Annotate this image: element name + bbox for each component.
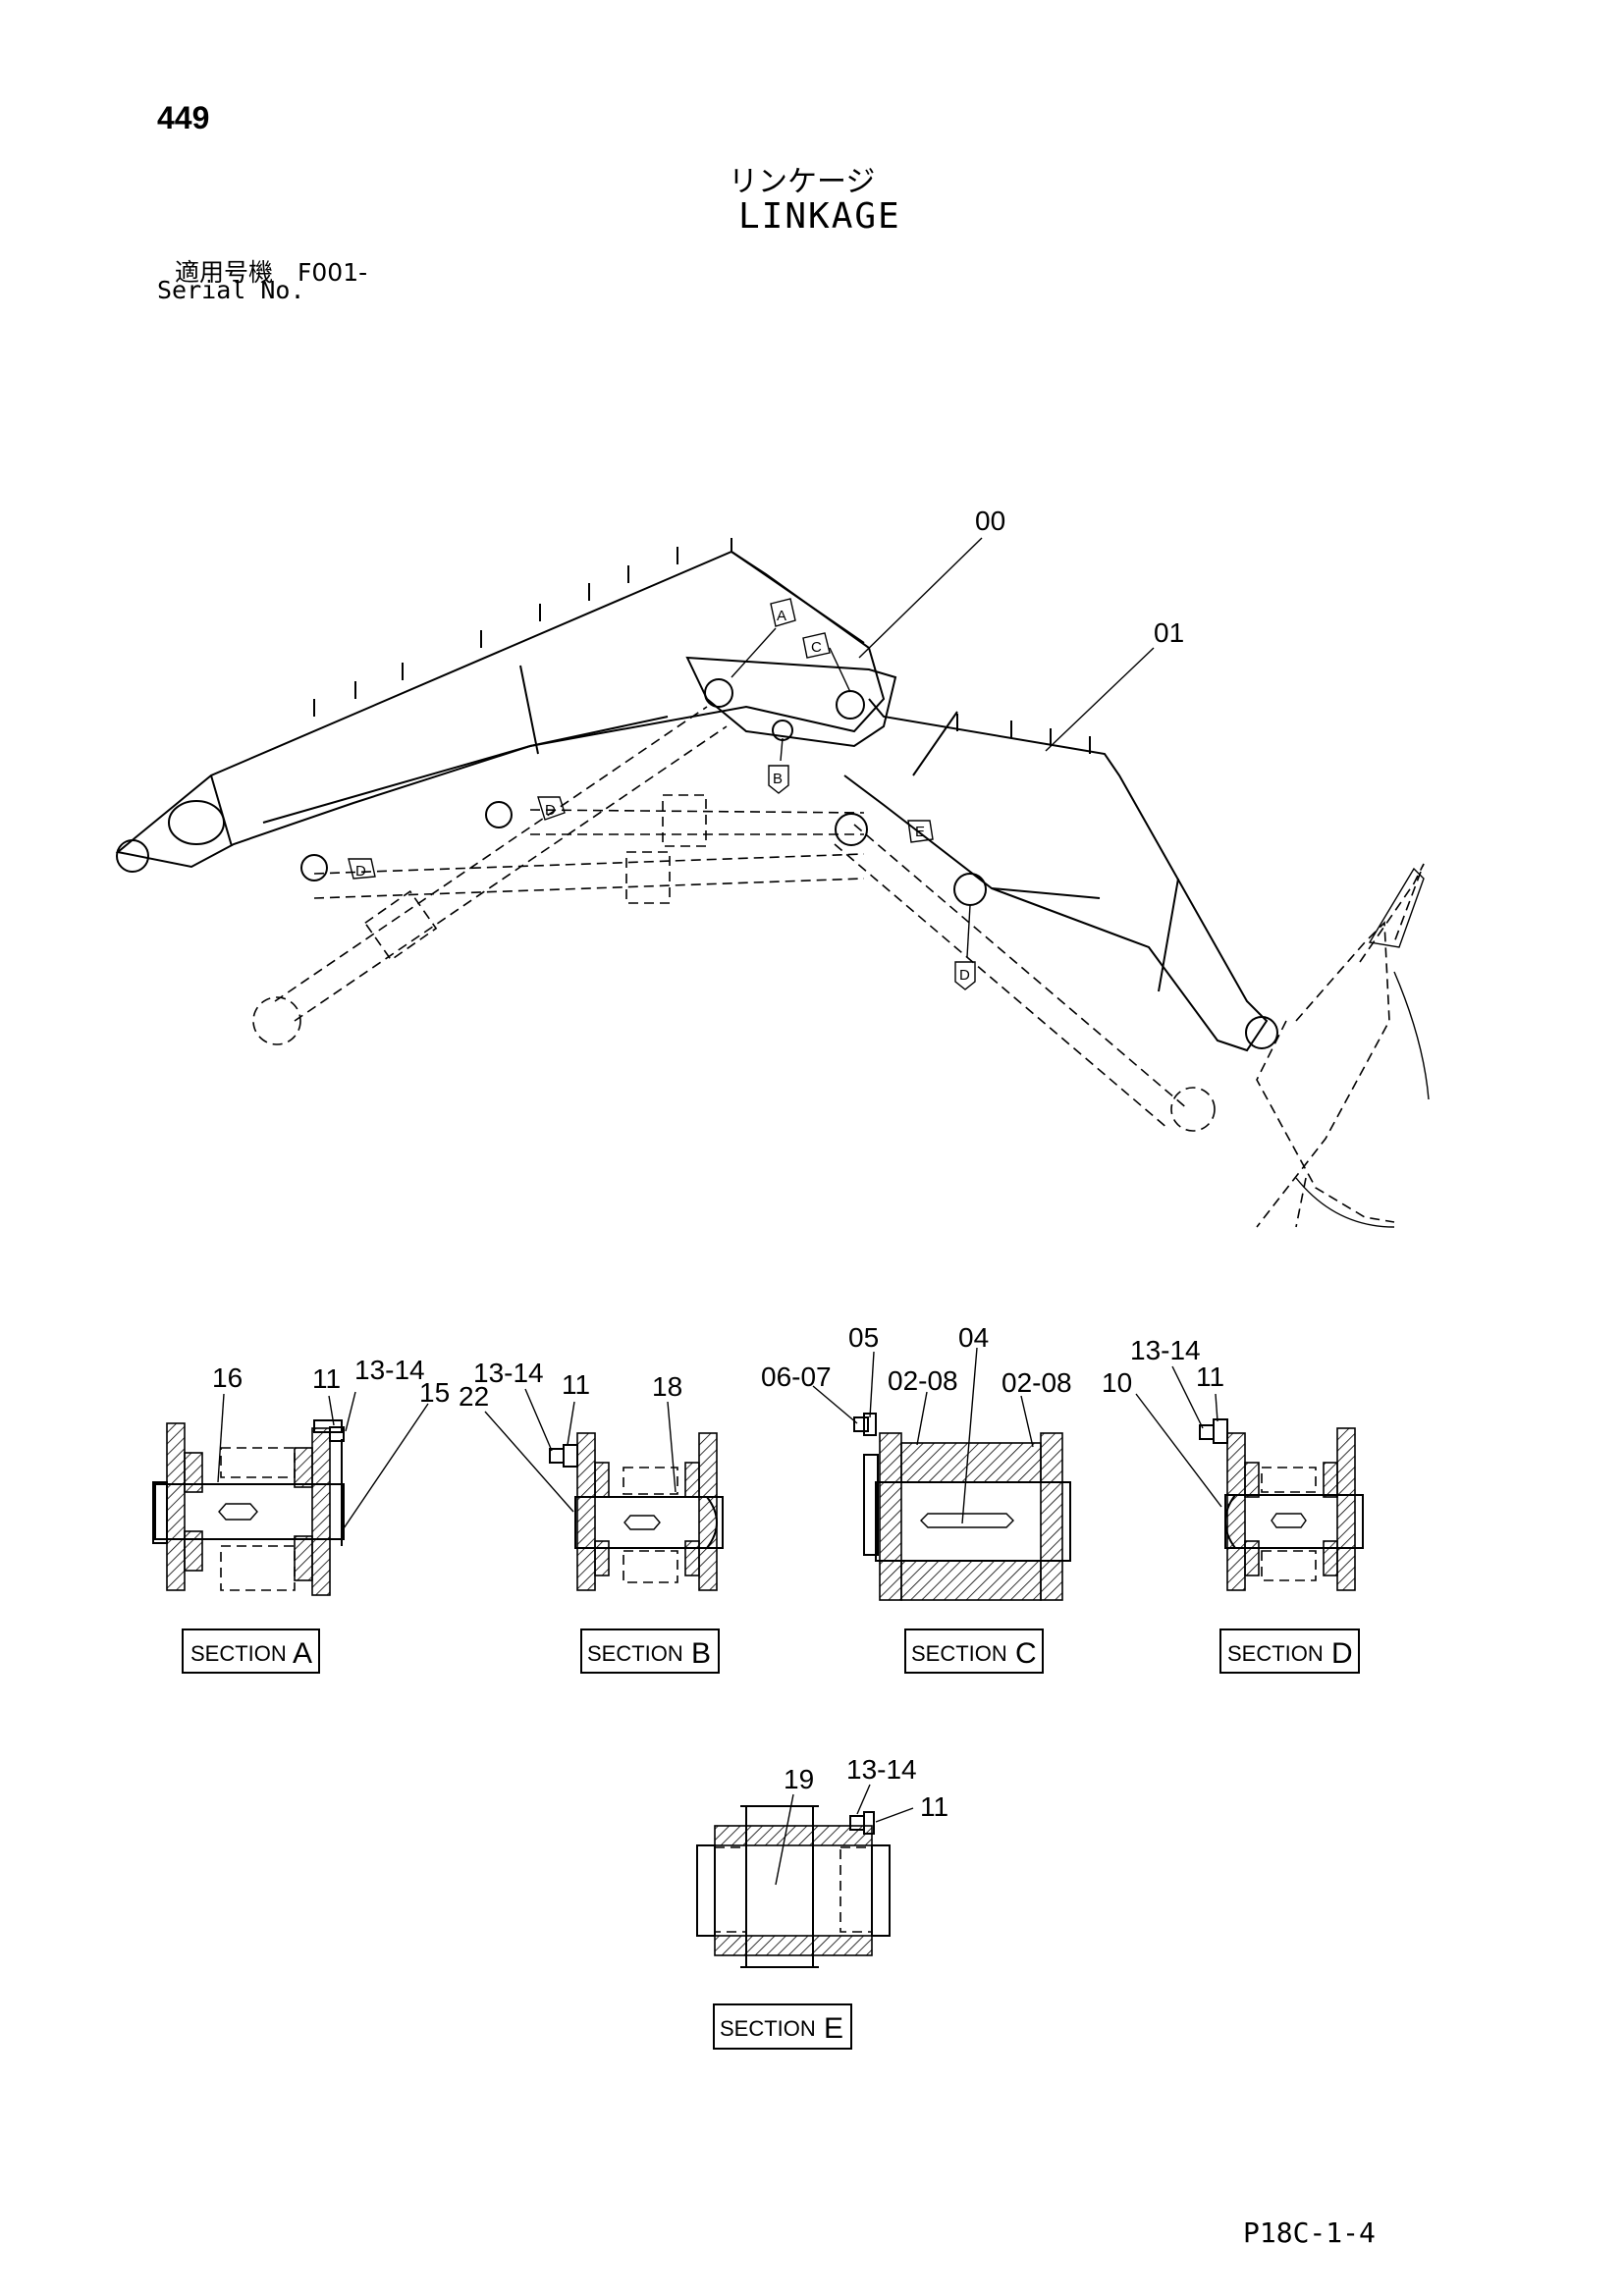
- main-assembly: A C B D D E: [115, 506, 1430, 1228]
- svg-text:22: 22: [459, 1381, 489, 1412]
- apex-bracket: [685, 656, 897, 748]
- svg-text:B: B: [773, 771, 783, 787]
- callout-01-leader: [1045, 647, 1155, 752]
- svg-text:E: E: [824, 2012, 843, 2045]
- marker-D-left: D: [348, 858, 376, 880]
- section-d: 13-14 10 11 SECTION D: [1102, 1335, 1364, 1674]
- marker-E: E: [907, 820, 934, 843]
- svg-text:11: 11: [562, 1369, 590, 1400]
- svg-text:04: 04: [958, 1322, 989, 1353]
- boom-foot-pin: [116, 839, 149, 873]
- marker-D-right: D: [954, 904, 976, 990]
- boom-outline: [115, 550, 886, 869]
- callout-01: 01: [1154, 617, 1184, 648]
- section-e: 19 13-14 11 SECTION E: [696, 1754, 948, 2050]
- page-number: 449: [157, 100, 210, 135]
- svg-text:SECTION: SECTION: [587, 1641, 683, 1666]
- svg-text:SECTION: SECTION: [911, 1641, 1007, 1666]
- bucket-tooth: [1368, 867, 1425, 948]
- serial-label-english: Serial No.: [157, 276, 305, 304]
- pin-A: [704, 678, 733, 708]
- hydraulic-cylinders: [252, 706, 1216, 1132]
- svg-text:SECTION: SECTION: [720, 2016, 816, 2041]
- arm-outline: [843, 698, 1269, 1052]
- svg-text:13-14: 13-14: [846, 1754, 917, 1785]
- svg-text:19: 19: [784, 1764, 814, 1794]
- serial-label-japanese: 適用号機 F001-: [175, 258, 368, 287]
- svg-text:11: 11: [312, 1363, 341, 1394]
- svg-text:13-14: 13-14: [473, 1358, 544, 1388]
- section-markers: A C B D D E: [348, 598, 976, 990]
- svg-text:06-07: 06-07: [761, 1362, 832, 1392]
- pin-E: [835, 813, 868, 846]
- svg-text:05: 05: [848, 1322, 879, 1353]
- section-b: 13-14 22 11 18 SECTION B: [459, 1358, 724, 1674]
- pin-D-middle: [485, 801, 513, 828]
- svg-text:D: D: [1331, 1637, 1353, 1670]
- svg-text:SECTION: SECTION: [1227, 1641, 1324, 1666]
- svg-text:02-08: 02-08: [888, 1365, 958, 1396]
- callout-00: 00: [975, 506, 1005, 536]
- svg-text:10: 10: [1102, 1367, 1132, 1398]
- marker-D-middle: D: [537, 796, 566, 821]
- marker-A: A: [731, 598, 796, 678]
- svg-text:18: 18: [652, 1371, 682, 1402]
- section-c: 06-07 05 02-08 04 02-08 SECTION C: [761, 1322, 1072, 1674]
- bucket-arc: [1393, 971, 1430, 1100]
- drawing-code: P18C-1-4: [1243, 2216, 1376, 2249]
- svg-text:15: 15: [419, 1377, 450, 1408]
- marker-B: B: [768, 737, 789, 794]
- arm-inner-lines: [912, 711, 1179, 992]
- svg-text:A: A: [777, 608, 786, 624]
- pin-D-left: [300, 854, 328, 881]
- callout-00-leader: [858, 537, 983, 659]
- svg-text:C: C: [811, 639, 822, 656]
- svg-text:02-08: 02-08: [1001, 1367, 1072, 1398]
- svg-text:D: D: [545, 802, 556, 819]
- frame-curve: [1295, 1177, 1395, 1228]
- svg-text:13-14: 13-14: [1130, 1335, 1201, 1365]
- svg-text:SECTION: SECTION: [190, 1641, 287, 1666]
- pin-C: [836, 690, 865, 720]
- boom-ribs: [313, 538, 732, 717]
- svg-text:E: E: [915, 824, 925, 840]
- svg-text:16: 16: [212, 1362, 243, 1393]
- boom-inner-line: [210, 551, 865, 847]
- svg-text:11: 11: [920, 1791, 948, 1822]
- pin-D-right: [953, 873, 987, 906]
- title-japanese: リンケージ: [729, 165, 876, 199]
- svg-text:A: A: [293, 1637, 312, 1670]
- boom-foot-boss: [168, 800, 225, 845]
- section-a: 16 11 13-14 15 SECTION A: [152, 1355, 450, 1674]
- machine-frame: [1256, 863, 1425, 1228]
- svg-text:11: 11: [1196, 1362, 1224, 1392]
- arm-ribs: [956, 714, 1091, 754]
- svg-text:C: C: [1015, 1637, 1037, 1670]
- marker-C: C: [802, 632, 851, 693]
- svg-text:B: B: [691, 1637, 711, 1670]
- svg-text:13-14: 13-14: [354, 1355, 425, 1385]
- arm-end-pin: [1245, 1016, 1278, 1049]
- svg-text:D: D: [355, 863, 366, 880]
- svg-text:D: D: [959, 967, 970, 984]
- page-title: LINKAGE: [738, 196, 901, 237]
